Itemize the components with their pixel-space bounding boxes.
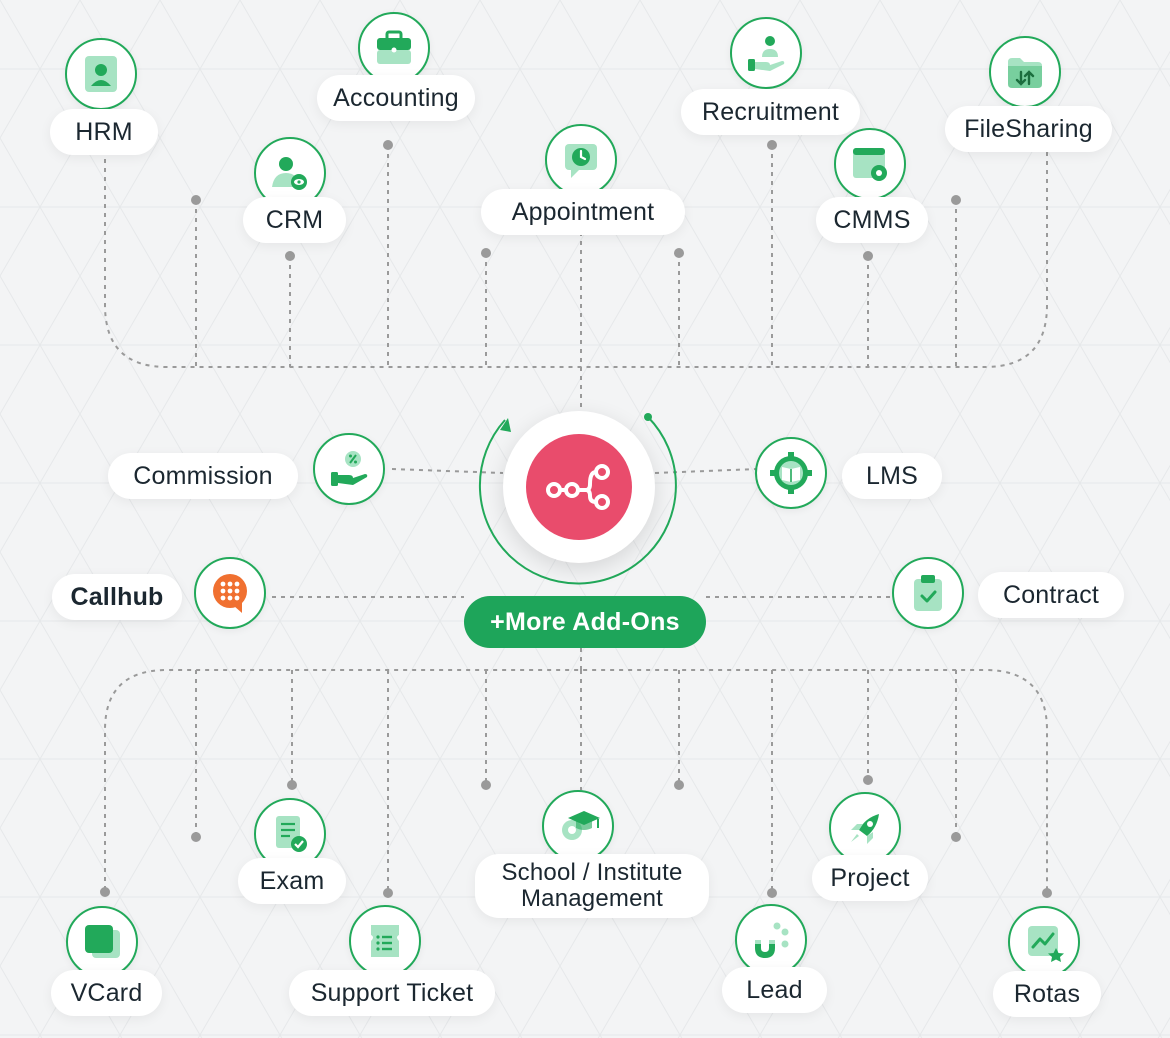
appointment-node-icon[interactable] xyxy=(545,124,617,196)
contract-label[interactable]: Contract xyxy=(978,572,1124,618)
crm-label[interactable]: CRM xyxy=(243,197,346,243)
rotas-node-icon[interactable] xyxy=(1008,906,1080,978)
callhub-label[interactable]: Callhub xyxy=(52,574,182,620)
magnet-people-icon xyxy=(755,922,789,958)
callhub-node-icon[interactable] xyxy=(194,557,266,629)
hand-person-icon xyxy=(748,36,785,71)
project-node-icon[interactable] xyxy=(829,792,901,864)
vcard-node-icon[interactable] xyxy=(66,906,138,978)
filesharing-node-icon[interactable] xyxy=(989,36,1061,108)
lead-node-icon[interactable] xyxy=(735,904,807,976)
project-label[interactable]: Project xyxy=(812,855,928,901)
contract-node-icon[interactable] xyxy=(892,557,964,629)
support-node-icon[interactable] xyxy=(349,905,421,977)
hrm-label[interactable]: HRM xyxy=(50,109,158,155)
recruitment-label[interactable]: Recruitment xyxy=(681,89,860,135)
commission-node-icon[interactable] xyxy=(313,433,385,505)
filesharing-label[interactable]: FileSharing xyxy=(945,106,1112,152)
window-gear-icon xyxy=(853,148,887,181)
central-hub[interactable] xyxy=(503,411,655,563)
card-stack-icon xyxy=(85,925,120,958)
workflow-nodes-icon xyxy=(526,434,632,540)
more-add-ons-button[interactable]: +More Add-Ons xyxy=(464,596,706,648)
clock-chat-icon xyxy=(565,144,597,178)
commission-label[interactable]: Commission xyxy=(108,453,298,499)
graduation-cap-gear-icon xyxy=(562,811,600,840)
book-gear-icon xyxy=(770,452,812,494)
chart-star-icon xyxy=(1028,926,1064,962)
exam-label[interactable]: Exam xyxy=(238,858,346,904)
school-node-icon[interactable] xyxy=(542,790,614,862)
folder-transfer-icon xyxy=(1008,58,1042,88)
appointment-label[interactable]: Appointment xyxy=(481,189,685,235)
hrm-node-icon[interactable] xyxy=(65,38,137,110)
accounting-label[interactable]: Accounting xyxy=(317,75,475,121)
lms-node-icon[interactable] xyxy=(755,437,827,509)
support-ticket-label[interactable]: Support Ticket xyxy=(289,970,495,1016)
user-profile-icon xyxy=(85,56,117,92)
lms-label[interactable]: LMS xyxy=(842,453,942,499)
clipboard-check-icon xyxy=(914,575,942,611)
recruitment-node-icon[interactable] xyxy=(730,17,802,89)
school-label-line1: School / Institute xyxy=(501,859,683,886)
accounting-node-icon[interactable] xyxy=(358,12,430,84)
vcard-label[interactable]: VCard xyxy=(51,970,162,1016)
rotas-label[interactable]: Rotas xyxy=(993,971,1101,1017)
document-check-icon xyxy=(276,816,307,852)
briefcase-icon xyxy=(377,30,411,64)
user-eye-icon xyxy=(272,157,307,190)
rocket-icon xyxy=(851,814,879,844)
hand-percent-icon xyxy=(331,451,368,486)
ticket-list-icon xyxy=(371,925,399,957)
cmms-label[interactable]: CMMS xyxy=(816,197,928,243)
cmms-node-icon[interactable] xyxy=(834,128,906,200)
dialpad-chat-icon xyxy=(213,574,247,613)
lead-label[interactable]: Lead xyxy=(722,967,827,1013)
school-label[interactable]: School / Institute Management xyxy=(475,854,709,918)
school-label-line2: Management xyxy=(520,885,664,912)
